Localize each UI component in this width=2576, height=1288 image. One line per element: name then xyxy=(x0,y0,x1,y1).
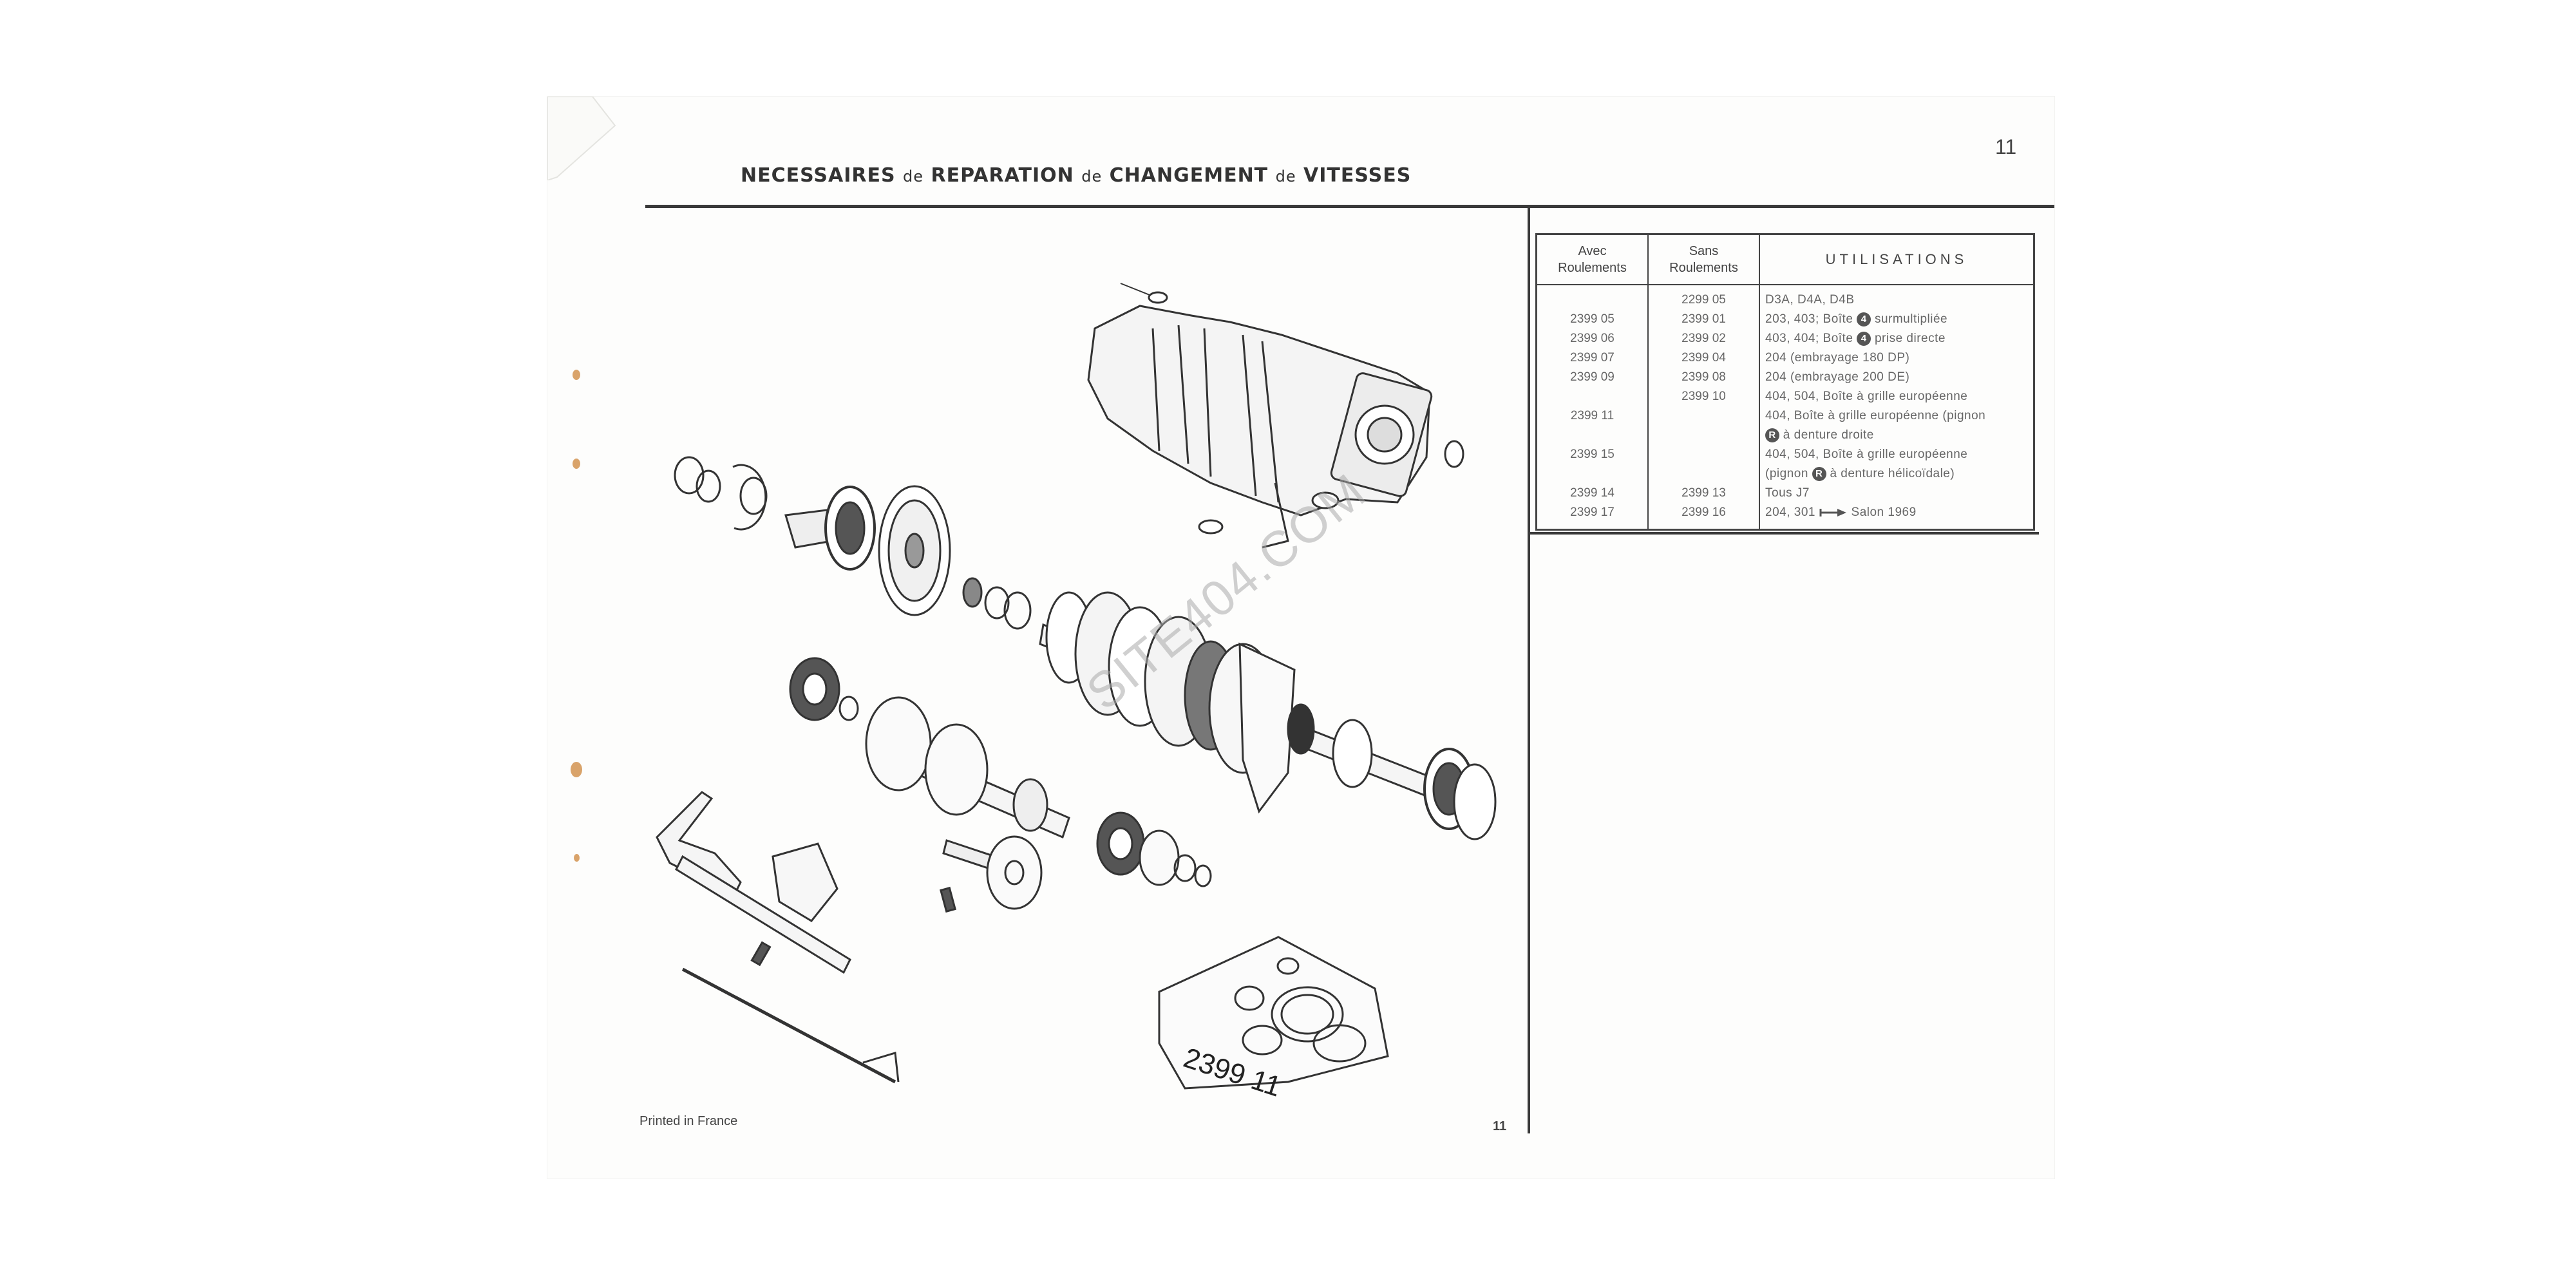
util-text: surmultipliée xyxy=(1874,312,1948,326)
ring-part xyxy=(1311,491,1340,509)
avec-cell: 2399 14 xyxy=(1535,484,1649,503)
sans-cell: 2399 10 xyxy=(1647,387,1760,406)
avec-cell: 2399 11 xyxy=(1535,406,1649,445)
sans-cell: 2399 02 xyxy=(1647,329,1760,348)
avec-cell: 2399 15 xyxy=(1535,445,1649,484)
header-label: Avec xyxy=(1578,244,1607,258)
table-row: 2299 05 D3A, D4A, D4B xyxy=(1535,285,2035,310)
title-word: VITESSES xyxy=(1303,164,1412,187)
ring-part xyxy=(1003,591,1032,630)
folded-corner xyxy=(547,97,616,180)
avec-cell: 2399 17 xyxy=(1535,503,1649,530)
table-row: 2399 14 2399 13 Tous J7 xyxy=(1535,484,2035,503)
avec-cell: 2399 05 xyxy=(1535,310,1649,329)
utilisation-cell: 203, 403; Boîte 4 surmultipliée xyxy=(1759,310,2035,329)
printed-in-france: Printed in France xyxy=(639,1114,738,1128)
avec-cell: 2399 09 xyxy=(1535,368,1649,387)
utilisation-cell: D3A, D4A, D4B xyxy=(1759,285,2035,310)
utilisation-cell: 404, 504, Boîte à grille européenne (pig… xyxy=(1759,445,2035,484)
table-row: 2399 15 404, 504, Boîte à grille europée… xyxy=(1535,445,2035,484)
sans-cell: 2299 05 xyxy=(1647,285,1760,310)
reverse-idler xyxy=(940,835,1043,913)
avec-cell: 2399 06 xyxy=(1535,329,1649,348)
page-number: 11 xyxy=(1995,135,2017,158)
needle-bearing xyxy=(962,577,983,608)
sans-cell: 2399 08 xyxy=(1647,368,1760,387)
header-label: Sans xyxy=(1689,244,1719,258)
table-row: 2399 05 2399 01 203, 403; Boîte 4 surmul… xyxy=(1535,310,2035,329)
header-label: Roulements xyxy=(1558,261,1627,275)
punch-hole xyxy=(573,459,580,469)
table-row: 2399 11 404, Boîte à grille européenne (… xyxy=(1535,406,2035,445)
footer-page-number: 11 xyxy=(1493,1119,1507,1133)
header-sans-roulements: Sans Roulements xyxy=(1647,233,1760,285)
table-row: 2399 10 404, 504, Boîte à grille europée… xyxy=(1535,387,2035,406)
utilisation-cell: 204, 301 Salon 1969 xyxy=(1759,503,2035,530)
main-shaft-assembly xyxy=(1039,591,1497,840)
utilisation-cell: 204 (embrayage 200 DE) xyxy=(1759,368,2035,387)
circlip-set xyxy=(674,456,768,531)
util-text: (pignon xyxy=(1765,467,1808,480)
util-text: prise directe xyxy=(1874,332,1946,345)
title-word: de xyxy=(903,167,924,185)
ring-part xyxy=(984,586,1010,620)
title-word: REPARATION xyxy=(931,164,1074,187)
sans-cell: 2399 13 xyxy=(1647,484,1760,503)
gear-count-badge: 4 xyxy=(1857,312,1871,327)
avec-cell xyxy=(1535,285,1649,310)
reverse-badge: R xyxy=(1812,466,1826,481)
sans-cell: 2399 04 xyxy=(1647,348,1760,368)
reverse-badge: R xyxy=(1765,428,1779,442)
punch-hole xyxy=(574,854,580,862)
input-shaft-assembly xyxy=(784,485,951,616)
sans-cell: 2399 01 xyxy=(1647,310,1760,329)
title-word: de xyxy=(1081,167,1103,185)
table-row: 2399 09 2399 08 204 (embrayage 200 DE) xyxy=(1535,368,2035,387)
table-row: 2399 07 2399 04 204 (embrayage 180 DP) xyxy=(1535,348,2035,368)
util-text: 404, Boîte à grille européenne (pignon xyxy=(1765,409,1986,422)
gearbox-exploded-drawing: 2399 11 xyxy=(656,283,1497,1103)
gear-count-badge: 4 xyxy=(1857,331,1871,346)
utilisation-cell: Tous J7 xyxy=(1759,484,2035,503)
sans-cell xyxy=(1647,406,1760,445)
header-rule xyxy=(645,205,2054,208)
column-divider xyxy=(1528,206,1530,1133)
header-utilisations: UTILISATIONS xyxy=(1759,233,2035,285)
avec-cell: 2399 07 xyxy=(1535,348,1649,368)
title-word: de xyxy=(1275,167,1296,185)
util-text: 404, 504, Boîte à grille européenne xyxy=(1765,448,1968,461)
utilisation-cell: 404, Boîte à grille européenne (pignon R… xyxy=(1759,406,2035,445)
table-row: 2399 06 2399 02 403, 404; Boîte 4 prise … xyxy=(1535,329,2035,348)
header-label: Roulements xyxy=(1669,261,1738,275)
utilisation-cell: 404, 504, Boîte à grille européenne xyxy=(1759,387,2035,406)
util-text: à denture droite xyxy=(1783,428,1874,442)
util-text: à denture hélicoïdale) xyxy=(1830,467,1955,480)
arrow-right-icon xyxy=(1819,508,1846,516)
table-bottom-rule xyxy=(1530,532,2039,535)
avec-cell xyxy=(1535,387,1649,406)
punch-hole xyxy=(573,370,580,380)
ring-part xyxy=(1444,440,1464,468)
header-avec-roulements: Avec Roulements xyxy=(1535,233,1649,285)
table-header-row: Avec Roulements Sans Roulements UTILISAT… xyxy=(1535,233,2035,285)
util-text: 403, 404; Boîte xyxy=(1765,332,1853,345)
util-text: Salon 1969 xyxy=(1851,506,1917,519)
kit-reference-table: Avec Roulements Sans Roulements UTILISAT… xyxy=(1535,233,2035,531)
utilisation-cell: 204 (embrayage 180 DP) xyxy=(1759,348,2035,368)
shift-forks xyxy=(656,791,900,1084)
layshaft-assembly xyxy=(789,657,1212,887)
sans-cell xyxy=(1647,445,1760,484)
ring-part xyxy=(1198,519,1224,535)
title-word: NECESSAIRES xyxy=(741,164,896,187)
utilisation-cell: 403, 404; Boîte 4 prise directe xyxy=(1759,329,2035,348)
punch-hole xyxy=(571,762,582,777)
util-text: 204, 301 xyxy=(1765,506,1815,519)
util-text: 203, 403; Boîte xyxy=(1765,312,1853,326)
title-word: CHANGEMENT xyxy=(1109,164,1269,187)
gasket-kit xyxy=(1158,936,1389,1090)
table-row: 2399 17 2399 16 204, 301 Salon 1969 xyxy=(1535,503,2035,530)
page-title: NECESSAIRES de REPARATION de CHANGEMENT … xyxy=(741,164,1411,187)
sans-cell: 2399 16 xyxy=(1647,503,1760,530)
gearbox-housing xyxy=(1087,283,1433,549)
